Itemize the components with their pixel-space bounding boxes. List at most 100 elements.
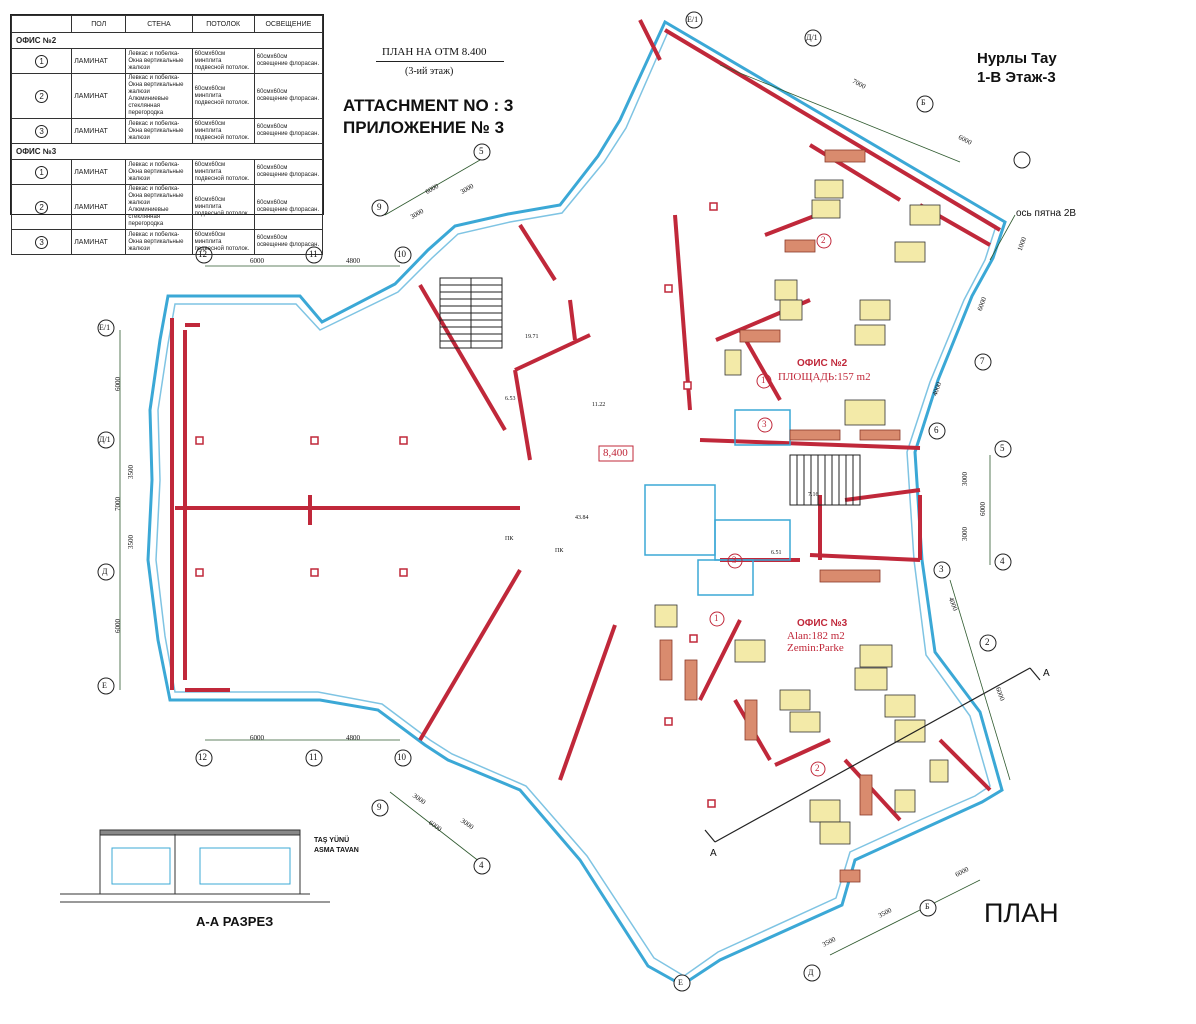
axis-label-10-bottom: 10: [397, 752, 406, 762]
axis-label-9-bottom: 9: [377, 802, 382, 812]
header-floor: ПОЛ: [71, 15, 127, 33]
building-inner-outline: [155, 30, 997, 977]
fire-hydrant-mark-1: ПК: [505, 536, 514, 542]
section-note-insulation: TAŞ YÜNÜ: [314, 837, 350, 844]
ceiling-cell: 60смх60см минплита подвесной потолок.: [191, 73, 255, 119]
wall-cell: Левкас и побелка-Окна вертикальные жалюз…: [125, 118, 193, 144]
room-mark-1-office2: 1: [761, 375, 766, 385]
header-lighting: ОСВЕЩЕНИЕ: [253, 15, 324, 33]
axis-label-b-bottom: Б: [925, 902, 930, 911]
dim-3500-left-2: 3500: [127, 535, 135, 549]
axis-label-e1-top: Е/1: [687, 15, 699, 24]
ceiling-cell: 60смх60см минплита подвесной потолок.: [191, 229, 255, 255]
wall-cell: Левкас и побелка-Окна вертикальные жалюз…: [125, 184, 193, 230]
room-bubbles: [709, 233, 832, 777]
floor-cell: ЛАМИНАТ: [71, 118, 127, 144]
ceiling-cell: 60смх60см минплита подвесной потолок.: [191, 118, 255, 144]
plan-label: ПЛАН: [984, 898, 1059, 928]
axis-label-12-top: 12: [198, 249, 207, 259]
office3-label: ОФИС №3: [797, 618, 848, 629]
room-number: 3: [35, 235, 49, 249]
light-cell: 60смх60см освещение флорасан.: [253, 229, 324, 255]
axis-label-2: 2: [985, 637, 990, 647]
axis-label-e-left: Е: [102, 681, 107, 690]
axis-label-4-right: 4: [1000, 556, 1005, 566]
finish-schedule-table: ПОЛ СТЕНА ПОТОЛОК ОСВЕЩЕНИЕ ОФИС №2 1 ЛА…: [10, 14, 324, 255]
dim-3000-r2: 3000: [961, 527, 969, 541]
floor-cell: ЛАМИНАТ: [71, 229, 127, 255]
stair-core: [439, 277, 861, 506]
light-cell: 60смх60см освещение флорасан.: [253, 48, 324, 74]
area-mark-4384: 43.84: [575, 515, 589, 521]
dim-6000-top: 6000: [250, 257, 264, 265]
area-mark-1971: 19.71: [525, 334, 539, 340]
office2-label: ОФИС №2: [797, 358, 848, 369]
axis-label-b-top: Б: [921, 98, 926, 107]
section-aa-drawing: [60, 829, 330, 903]
attachment-title-en: ATTACHMENT NO : 3: [343, 96, 514, 115]
light-cell: 60смх60см освещение флорасан.: [253, 118, 324, 144]
wall-cell: Левкас и побелка-Окна вертикальные жалюз…: [125, 48, 193, 74]
office2-cabinets: [739, 149, 901, 441]
axis-label-4-bottom: 4: [479, 860, 484, 870]
axis-label-d-bottom: Д: [808, 968, 814, 977]
plan-floor-subtitle: (3-ий этаж): [405, 66, 454, 77]
office2-desks: [724, 179, 941, 426]
dim-3000-r1: 3000: [961, 472, 969, 486]
axis-label-d-left: Д: [102, 567, 108, 576]
axis-label-d1-left: Д/1: [99, 435, 111, 444]
wall-cell: Левкас и побелка-Окна вертикальные жалюз…: [125, 159, 193, 185]
section-note-ceiling: ASMA TAVAN: [314, 847, 359, 854]
axis-label-e-bottom: Е: [678, 978, 683, 987]
plan-level-title: ПЛАН НА ОТМ 8.400: [382, 46, 487, 58]
room-number: 2: [35, 89, 49, 103]
axis-label-9-top: 9: [377, 202, 382, 212]
area-mark-651: 6.51: [771, 550, 782, 556]
header-wall: СТЕНА: [125, 15, 193, 33]
level-mark: 8,400: [603, 447, 628, 459]
office3-desks: [654, 604, 949, 845]
axis-note: ось пятна 2В: [1016, 208, 1077, 219]
section-cut-label-right: А: [1043, 668, 1050, 679]
room-number: 2: [35, 200, 49, 214]
dim-6000-left-1: 6000: [114, 377, 122, 391]
axis-label-6: 6: [934, 425, 939, 435]
floor-cell: ЛАМИНАТ: [71, 73, 127, 119]
room-number: 1: [35, 54, 49, 68]
room-mark-1-office3: 1: [714, 613, 719, 623]
axis-label-3: 3: [939, 564, 944, 574]
service-rooms: [644, 409, 791, 596]
wall-cell: Левкас и побелка-Окна вертикальные жалюз…: [125, 73, 193, 119]
office3-area: Alan:182 m2: [787, 630, 845, 642]
axis-label-e1-left: Е/1: [99, 323, 111, 332]
axis-label-11-bottom: 11: [309, 752, 318, 762]
floor-cell: ЛАМИНАТ: [71, 184, 127, 230]
axis-label-12-bottom: 12: [198, 752, 207, 762]
room-number: 1: [35, 165, 49, 179]
office3-cabinets: [659, 569, 881, 883]
room-mark-2-office2: 2: [821, 235, 826, 245]
building-outline: [146, 19, 1007, 987]
dim-6000-left-2: 6000: [114, 619, 122, 633]
axis-label-5-right: 5: [1000, 443, 1005, 453]
axis-label-7: 7: [980, 356, 985, 366]
attachment-title-ru: ПРИЛОЖЕНИЕ № 3: [343, 118, 505, 137]
title-underline: [376, 61, 504, 62]
dim-4800-top: 4800: [346, 257, 360, 265]
axis-label-10-top: 10: [397, 249, 406, 259]
light-cell: 60смх60см освещение флорасан.: [253, 159, 324, 185]
room-number: 3: [35, 124, 49, 138]
dim-6000-bottom: 6000: [250, 734, 264, 742]
dim-7000-left: 7000: [114, 497, 122, 511]
axis-bubbles: [97, 11, 1031, 992]
area-mark-653: 6.53: [505, 396, 516, 402]
axis-label-11-top: 11: [309, 249, 318, 259]
room-mark-2-office3: 2: [815, 763, 820, 773]
light-cell: 60смх60см освещение флорасан.: [253, 184, 324, 230]
section-cut-line: [704, 667, 1041, 843]
section-cut-label-left: А: [710, 848, 717, 859]
ceiling-cell: 60смх60см минплита подвесной потолок.: [191, 159, 255, 185]
light-cell: 60смх60см освещение флорасан.: [253, 73, 324, 119]
floor-cell: ЛАМИНАТ: [71, 48, 127, 74]
